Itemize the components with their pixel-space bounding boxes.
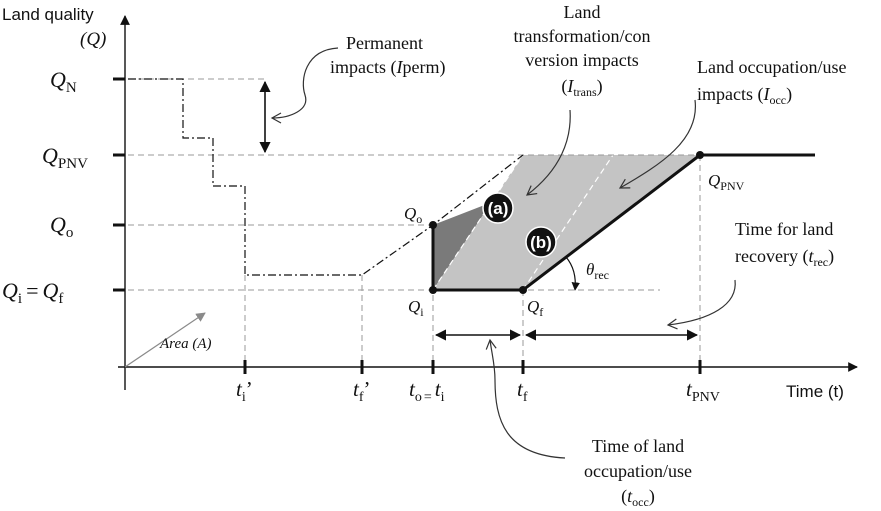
annotation-rec-line1: Time for land [735,219,833,239]
ytick-qpnv: QPNV [42,143,88,172]
ytick-qo: Qo [50,212,73,241]
annotation-occ-line1: Land occupation/use [697,57,846,77]
annotation-occ-line2: impacts (Iocc) [697,84,792,107]
angle-arc [565,256,580,291]
label-theta-rec: θrec [586,260,609,282]
area-label: Area (A) [159,336,212,352]
area-axis [124,312,206,368]
y-axis-title: Land quality [2,5,94,24]
divider-dashed-line [432,154,524,291]
annotation-trans-line3: version impacts [525,50,638,70]
ytick-qn: QN [50,67,77,96]
point-qpnv [696,151,704,159]
xtick-tf: tf [517,377,528,405]
annotation-rec-line2: recovery (trec) [735,246,834,269]
annotation-trans-line2: transformation/con [514,26,651,46]
label-qf: Qf [527,297,543,319]
guide-lines [128,78,701,370]
annotation-tocc-line1: Time of land [592,436,684,456]
annotation-permanent-line2: impacts (Iperm) [330,57,445,78]
occupation-impact-area [433,155,700,290]
badge-b-label: (b) [530,233,552,252]
annotation-trans-line4: (Itrans) [561,76,602,99]
x-ticks [243,360,702,374]
label-qo: Qo [404,204,422,226]
leader-arrows [270,47,736,459]
xtick-tf-prime: tf’ [353,377,371,405]
xtick-tpnv: tPNV [686,377,720,405]
divider-dashed-line-2 [522,154,614,291]
past-trajectory-line [128,78,524,276]
point-qi [429,286,437,294]
y-ticks [113,77,125,292]
xtick-to-eq-ti: to=ti [409,377,445,405]
x-axis-title: Time (t) [786,382,844,401]
badge-a [482,192,514,224]
annotation-tocc-line3: (tocc) [621,486,655,509]
annotation-trans-line1: Land [564,2,601,22]
point-qf [519,286,527,294]
badge-a-label: (a) [488,199,509,218]
label-qi: Qi [408,297,424,319]
xtick-ti-prime: ti’ [236,377,253,405]
badge-b [525,226,557,258]
annotation-tocc-line2: occupation/use [584,461,692,481]
ytick-qi-eq-qf: Qi=Qf [2,278,63,307]
y-axis-symbol: (Q) [80,29,106,50]
point-qo [429,221,437,229]
annotation-permanent-line1: Permanent [346,33,423,53]
label-qpnv: QPNV [708,171,745,193]
